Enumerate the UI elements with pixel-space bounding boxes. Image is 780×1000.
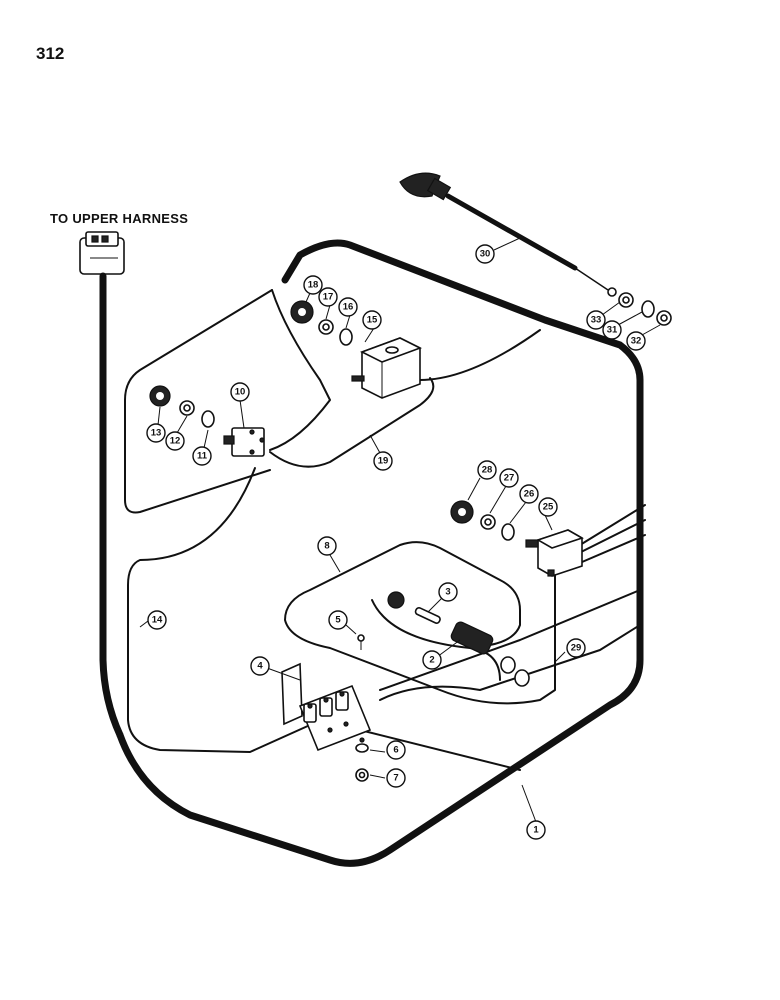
callout-5: 5 — [328, 610, 348, 630]
callout-8: 8 — [317, 536, 337, 556]
callout-31: 31 — [602, 320, 622, 340]
svg-text:5: 5 — [335, 615, 341, 626]
fuse-holder-2 — [387, 591, 530, 687]
nut-12 — [179, 400, 195, 416]
washer-26 — [501, 523, 515, 541]
callout-1: 1 — [526, 820, 546, 840]
callout-26: 26 — [519, 484, 539, 504]
callout-33: 33 — [586, 310, 606, 330]
screw-5 — [357, 634, 365, 650]
svg-text:19: 19 — [378, 456, 389, 467]
wire-8 — [284, 541, 556, 705]
nut-7 — [355, 768, 369, 782]
callout-4: 4 — [250, 656, 270, 676]
wire-lower-harness — [359, 589, 641, 771]
svg-text:11: 11 — [197, 451, 208, 462]
callout-6: 6 — [386, 740, 406, 760]
harness-lead-to-upper — [99, 272, 124, 739]
callout-17: 17 — [318, 287, 338, 307]
callout-18: 18 — [303, 275, 323, 295]
switch-15 — [351, 337, 423, 399]
svg-text:30: 30 — [480, 249, 491, 260]
svg-text:10: 10 — [235, 387, 246, 398]
callout-19: 19 — [373, 451, 393, 471]
washer-16 — [339, 328, 353, 346]
svg-text:17: 17 — [323, 292, 334, 303]
washer-11 — [201, 410, 215, 428]
washer-6 — [355, 743, 369, 753]
wire-19 — [269, 377, 435, 468]
callout-16: 16 — [338, 297, 358, 317]
svg-text:25: 25 — [543, 502, 554, 513]
svg-text:14: 14 — [152, 615, 163, 626]
callout-28: 28 — [477, 460, 497, 480]
svg-text:28: 28 — [482, 465, 493, 476]
wire-upper-right — [269, 289, 541, 451]
callout-27: 27 — [499, 468, 519, 488]
knob-13 — [149, 385, 171, 407]
callout-30: 30 — [475, 244, 495, 264]
callout-14: 14 — [147, 610, 167, 630]
knob-28 — [450, 500, 474, 524]
svg-text:15: 15 — [367, 315, 378, 326]
callout-13: 13 — [146, 423, 166, 443]
terminal-block-4 — [281, 662, 372, 752]
svg-text:32: 32 — [631, 336, 642, 347]
nut-17 — [318, 319, 334, 335]
svg-text:29: 29 — [571, 643, 582, 654]
to-upper-harness-label: TO UPPER HARNESS — [50, 211, 189, 226]
svg-text:16: 16 — [343, 302, 354, 313]
switch-25 — [525, 529, 584, 577]
wire-fuse-holder — [371, 599, 501, 681]
svg-text:2: 2 — [429, 655, 434, 666]
svg-text:33: 33 — [591, 315, 602, 326]
callout-32: 32 — [626, 331, 646, 351]
pull-rod-30 — [399, 172, 617, 297]
svg-text:18: 18 — [308, 280, 319, 291]
nut-27 — [480, 514, 496, 530]
knob-18 — [290, 300, 314, 324]
svg-text:27: 27 — [504, 473, 515, 484]
page-number: 312 — [36, 44, 65, 63]
callout-25: 25 — [538, 497, 558, 517]
callout-2: 2 — [422, 650, 442, 670]
wire-upper-left-loop — [124, 289, 273, 514]
svg-text:3: 3 — [445, 587, 450, 598]
callout-12: 12 — [165, 431, 185, 451]
callout-3: 3 — [438, 582, 458, 602]
svg-text:1: 1 — [533, 825, 539, 836]
main-harness-1 — [116, 239, 644, 867]
wire-14 — [127, 467, 311, 753]
switch-10 — [223, 427, 265, 457]
svg-text:12: 12 — [170, 436, 181, 447]
svg-text:31: 31 — [607, 325, 618, 336]
svg-text:26: 26 — [524, 489, 535, 500]
callout-29: 29 — [566, 638, 586, 658]
svg-text:8: 8 — [324, 541, 329, 552]
upper-harness-connector — [79, 231, 125, 275]
nut-33 — [618, 292, 634, 308]
callout-15: 15 — [362, 310, 382, 330]
callout-10: 10 — [230, 382, 250, 402]
svg-text:7: 7 — [393, 773, 398, 784]
svg-text:4: 4 — [257, 661, 263, 672]
callout-11: 11 — [192, 446, 212, 466]
callout-7: 7 — [386, 768, 406, 788]
svg-text:13: 13 — [151, 428, 162, 439]
washer-31 — [641, 300, 655, 318]
svg-text:6: 6 — [393, 745, 398, 756]
nut-32 — [656, 310, 672, 326]
wire-right-conduit — [574, 504, 646, 566]
fuse-3 — [414, 606, 441, 624]
